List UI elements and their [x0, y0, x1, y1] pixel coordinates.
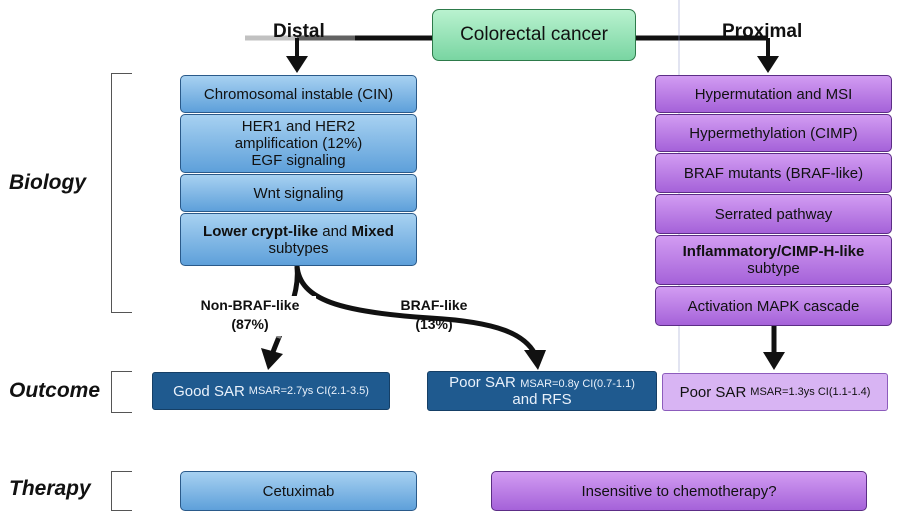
therapy-bracket [111, 471, 132, 511]
braf-name: BRAF-like [400, 297, 468, 313]
distal-header: Distal [273, 21, 325, 42]
her-line2: amplification (12%) [234, 135, 363, 152]
poor-sar-braf-main: Poor SAR [449, 373, 516, 391]
cetuximab-box: Cetuximab [180, 471, 417, 511]
poor-sar-proximal-stats: MSAR=1.3ys CI(1.1-1.4) [750, 386, 871, 398]
crypt-line2: subtypes [268, 239, 329, 257]
mapk-box: Activation MAPK cascade [655, 286, 892, 326]
proximal-outcome-arrow [763, 352, 785, 370]
proximal-down-arrow [757, 56, 779, 73]
mapk-text: Activation MAPK cascade [687, 297, 860, 315]
good-sar-box: Good SAR MSAR=2.7ys CI(2.1-3.5) [152, 372, 390, 410]
nonbraf-arrow [261, 348, 283, 370]
cimp-box: Hypermethylation (CIMP) [655, 114, 892, 152]
good-sar-stats: MSAR=2.7ys CI(2.1-3.5) [248, 385, 369, 397]
inflam-line2: subtype [747, 260, 800, 277]
poor-sar-proximal-box: Poor SAR MSAR=1.3ys CI(1.1-1.4) [662, 373, 888, 411]
inflam-bold: Inflammatory/CIMP-H-like [682, 243, 865, 260]
title-box: Colorectal cancer [432, 9, 636, 61]
proximal-header: Proximal [722, 21, 803, 42]
poor-sar-braf-line1: Poor SAR MSAR=0.8y CI(0.7-1.1) [449, 373, 635, 392]
msi-text: Hypermutation and MSI [694, 85, 853, 103]
therapy-label: Therapy [9, 477, 91, 500]
poor-sar-proximal-main: Poor SAR [679, 383, 747, 401]
outcome-label: Outcome [9, 379, 101, 402]
crypt-bold2: Mixed [351, 222, 394, 240]
her-line3: EGF signaling [251, 152, 346, 169]
cetuximab-text: Cetuximab [262, 482, 335, 500]
poor-sar-braf-line2: and RFS [512, 390, 572, 408]
nonbraf-pct: (87%) [231, 316, 269, 332]
braf-text: BRAF mutants (BRAF-like) [683, 164, 864, 182]
nonbraf-name: Non-BRAF-like [200, 297, 300, 313]
insensitive-text: Insensitive to chemotherapy? [581, 482, 777, 500]
serrated-text: Serrated pathway [714, 205, 833, 223]
crypt-box: Lower crypt-like and Mixed subtypes [180, 213, 417, 266]
title-text: Colorectal cancer [460, 24, 608, 45]
cin-box: Chromosomal instable (CIN) [180, 75, 417, 113]
cin-text: Chromosomal instable (CIN) [203, 85, 394, 103]
msi-box: Hypermutation and MSI [655, 75, 892, 113]
her-line1: HER1 and HER2 [241, 118, 356, 135]
wnt-text: Wnt signaling [253, 184, 344, 202]
crypt-and: and [318, 222, 352, 240]
biology-bracket [111, 73, 132, 313]
poor-sar-braf-stats: MSAR=0.8y CI(0.7-1.1) [520, 377, 635, 390]
good-sar-main: Good SAR [173, 382, 245, 400]
inflam-box: Inflammatory/CIMP-H-like subtype [655, 235, 892, 285]
distal-down-arrow [286, 56, 308, 73]
outcome-bracket [111, 371, 132, 413]
braf-branch-line [294, 265, 538, 356]
insensitive-box: Insensitive to chemotherapy? [491, 471, 867, 511]
her-box: HER1 and HER2 amplification (12%) EGF si… [180, 114, 417, 173]
serrated-box: Serrated pathway [655, 194, 892, 234]
braf-pct: (13%) [415, 316, 453, 332]
wnt-box: Wnt signaling [180, 174, 417, 212]
biology-label: Biology [9, 171, 86, 194]
crypt-bold1: Lower crypt-like [203, 222, 319, 240]
crypt-line1: Lower crypt-like and Mixed [203, 223, 394, 240]
nonbraf-label: Non-BRAF-like (87%) [184, 296, 316, 336]
braf-arrow [524, 350, 546, 370]
braf-label: BRAF-like (13%) [388, 296, 480, 336]
cimp-text: Hypermethylation (CIMP) [689, 124, 858, 142]
poor-sar-braf-box: Poor SAR MSAR=0.8y CI(0.7-1.1) and RFS [427, 371, 657, 411]
braf-box: BRAF mutants (BRAF-like) [655, 153, 892, 193]
